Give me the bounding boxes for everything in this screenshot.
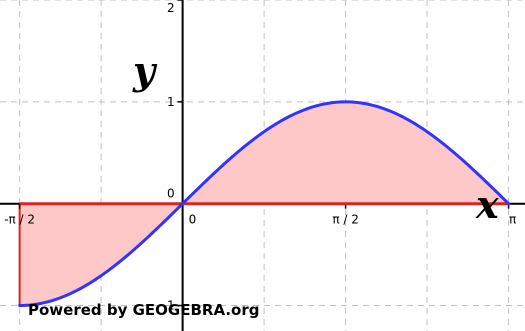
x-tick-label: π <box>509 213 516 227</box>
x-tick-label: -π / 2 <box>4 213 35 227</box>
function-curve <box>18 100 511 308</box>
powered-by-footer: Powered by GEOGEBRA.org <box>28 301 260 319</box>
shaded-area <box>19 101 509 306</box>
curve-layer <box>18 100 511 308</box>
fill-layer <box>18 101 509 306</box>
y-tick-label: 1 <box>167 95 175 109</box>
y-tick-label: -1 <box>163 299 175 313</box>
x-axis-label: x <box>475 182 500 227</box>
x-tick-label: 0 <box>189 213 197 227</box>
x-tick-label: π / 2 <box>332 213 359 227</box>
tick-labels: -π / 2 0 π / 2 π -1 0 1 2 <box>4 1 516 313</box>
y-tick-label: 2 <box>167 1 175 15</box>
y-tick-label: 0 <box>167 187 175 201</box>
y-axis-label: y <box>132 48 158 93</box>
